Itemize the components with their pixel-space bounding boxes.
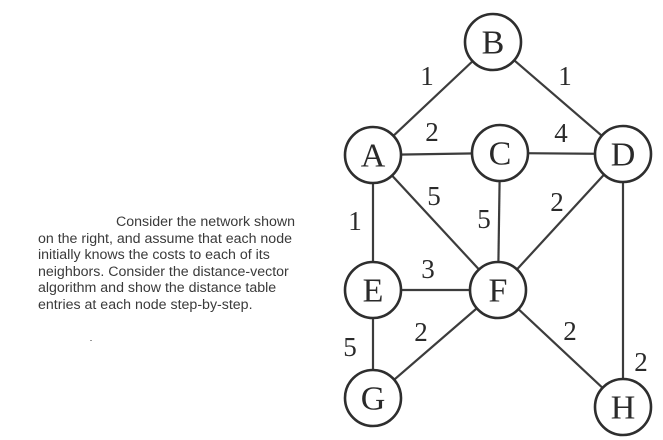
edge-weights-layer: 1 1 2 4 5 5 2 1 3 5 2 2 2 — [343, 61, 648, 377]
edge-weight-f-h: 2 — [563, 316, 577, 346]
edges-layer — [371, 41, 625, 408]
node-label: C — [489, 136, 512, 173]
node-label: E — [363, 273, 384, 310]
edge-weight-a-b: 1 — [420, 61, 434, 91]
node-d: D — [593, 124, 653, 184]
edge-weight-c-d: 4 — [554, 118, 568, 148]
node-label: F — [489, 273, 508, 310]
node-circle — [343, 125, 403, 185]
node-label: G — [361, 381, 386, 418]
node-circle — [470, 123, 530, 183]
node-h: H — [593, 377, 653, 437]
node-g: G — [343, 368, 403, 428]
problem-statement-line: neighbors. Consider the distance-vector — [38, 263, 289, 280]
edge-weight-d-f: 2 — [550, 187, 564, 217]
node-b: B — [463, 12, 523, 72]
node-circle — [463, 12, 523, 72]
node-label: B — [482, 25, 505, 62]
edge-weight-a-f: 5 — [427, 181, 441, 211]
node-label: H — [611, 390, 636, 427]
problem-statement-line: initially knows the costs to each of its — [38, 247, 270, 264]
edge-weight-a-e: 1 — [348, 206, 362, 236]
problem-statement-line: algorithm and show the distance table — [38, 280, 277, 297]
edge-d-f — [497, 153, 624, 291]
node-circle — [343, 368, 403, 428]
nodes-layer: B A C D E F G H — [343, 12, 653, 437]
edge-weight-e-g: 5 — [343, 332, 357, 362]
stray-mark — [90, 340, 92, 341]
node-f: F — [468, 260, 528, 320]
node-e: E — [343, 260, 403, 320]
edge-weight-d-h: 2 — [634, 347, 648, 377]
problem-statement-line: entries at each node step-by-step. — [38, 296, 253, 313]
edge-a-f — [372, 154, 499, 291]
node-circle — [468, 260, 528, 320]
problem-statement-line: on the right, and assume that each node — [38, 230, 292, 247]
edge-weight-c-f: 5 — [477, 204, 491, 234]
node-a: A — [343, 125, 403, 185]
edge-weight-f-g: 2 — [414, 317, 428, 347]
edge-weight-e-f: 3 — [421, 254, 435, 284]
problem-statement: Consider the network shown on the right,… — [38, 214, 338, 314]
node-circle — [593, 377, 653, 437]
node-c: C — [470, 123, 530, 183]
node-circle — [593, 124, 653, 184]
node-circle — [343, 260, 403, 320]
node-label: A — [361, 138, 386, 175]
problem-statement-line: Consider the network shown — [116, 214, 296, 230]
node-label: D — [611, 137, 636, 174]
edge-weight-b-d: 1 — [558, 61, 572, 91]
edge-weight-a-c: 2 — [425, 117, 439, 147]
